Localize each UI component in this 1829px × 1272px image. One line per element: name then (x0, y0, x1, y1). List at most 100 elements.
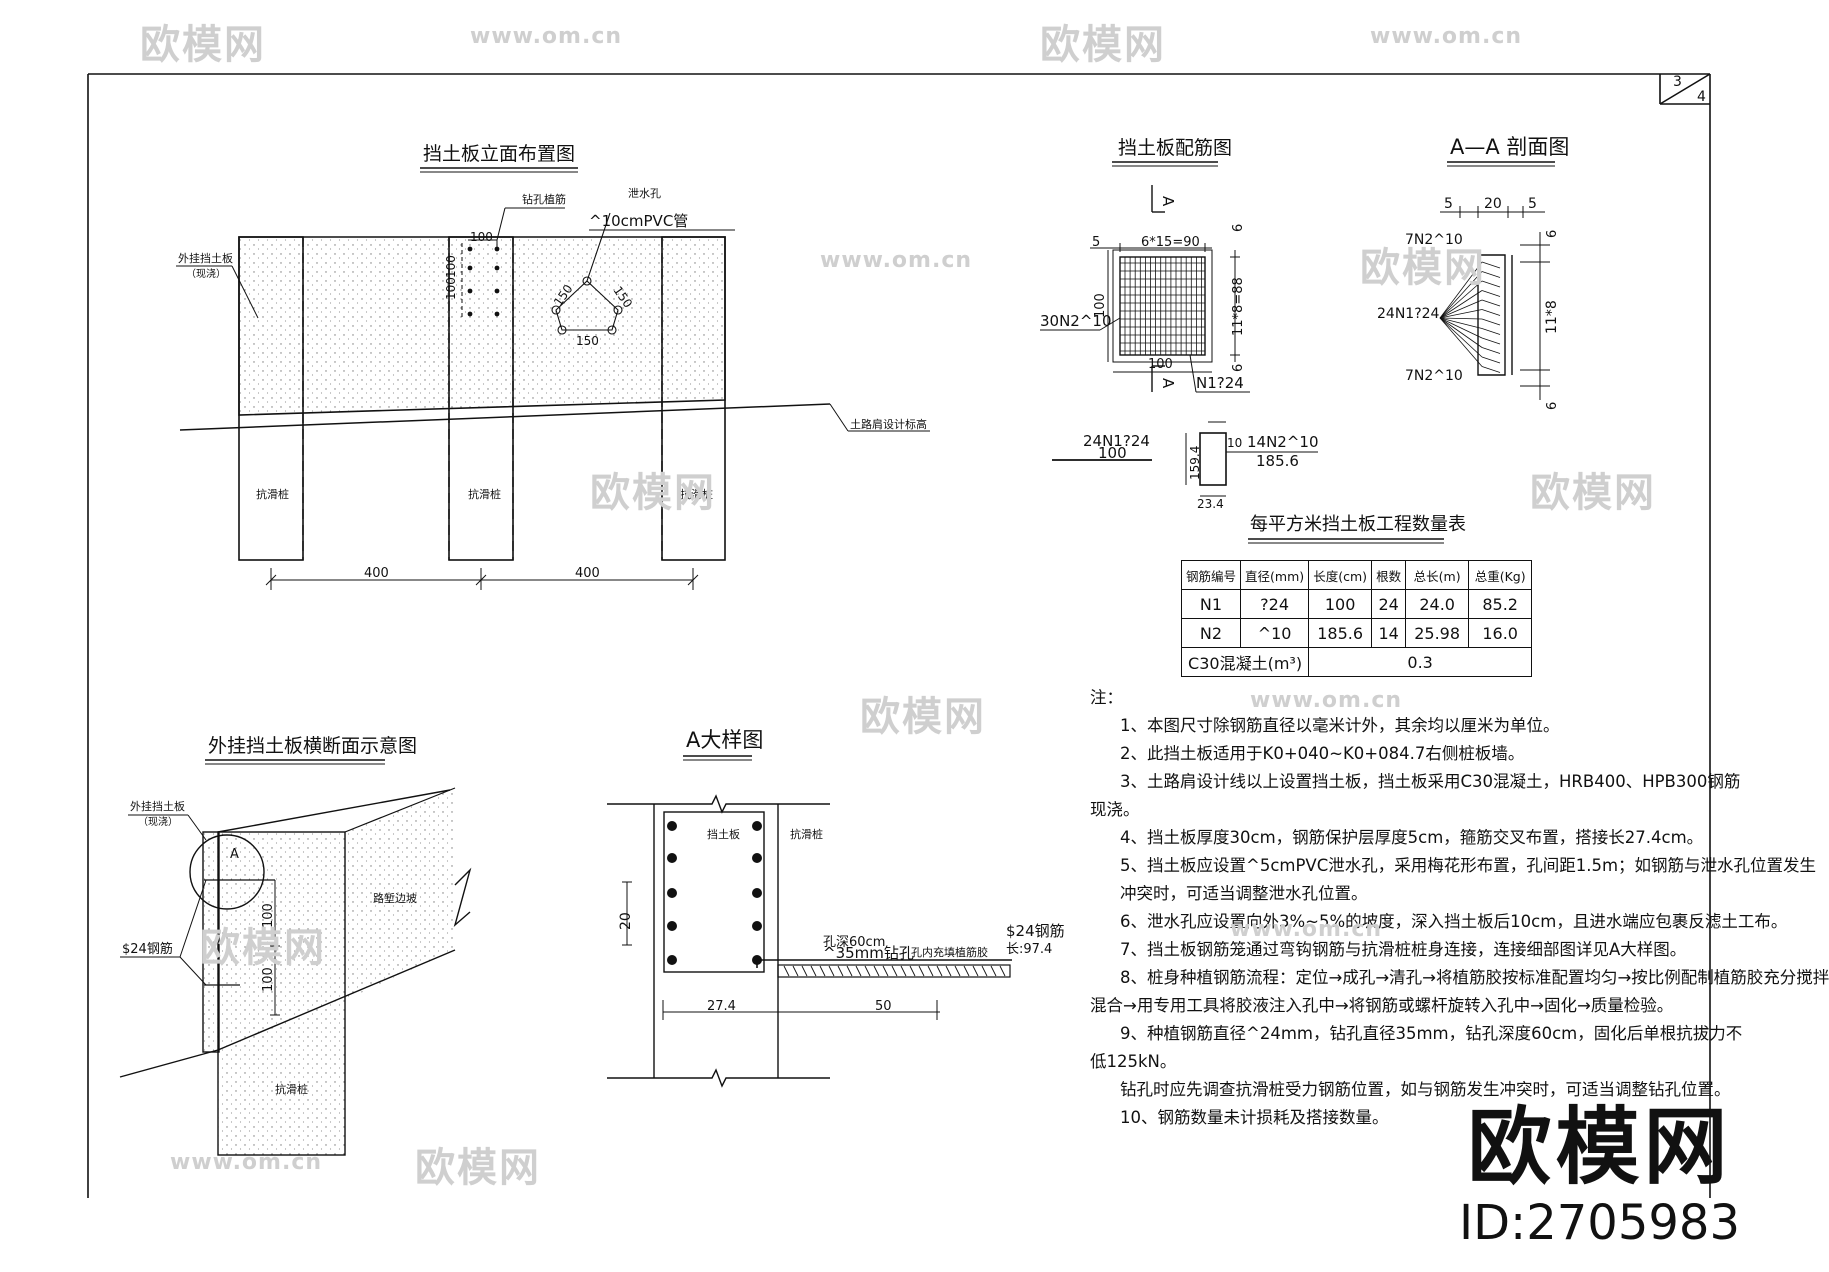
note-line: 3、土路肩设计线以上设置挡土板，挡土板采用C30混凝土，HRB400、HPB30… (1120, 772, 1741, 791)
table-cell: ?24 (1240, 589, 1310, 619)
rebar-mesh (1119, 256, 1206, 356)
shoulder-line (179, 403, 831, 431)
cross-dim-100b: 100 (261, 967, 276, 992)
note-line: 现浇。 (1090, 800, 1140, 819)
table-row: C30混凝土(m³) 0.3 (1180, 647, 1533, 677)
section-fan-line (1439, 317, 1483, 367)
pile-3-label: 抗滑桩 (680, 487, 713, 501)
sheet-border (87, 73, 1711, 1198)
section-fan-line (1439, 271, 1483, 319)
hole-hatch-line (819, 965, 826, 977)
table-header-cell: 长度(cm) (1308, 560, 1373, 590)
hole-hatch-line (846, 965, 853, 977)
note-line: 4、挡土板厚度30cm，钢筋保护层厚度5cm，箍筋交叉布置，搭接长27.4cm。 (1120, 828, 1704, 847)
table-header-cell: 总长(m) (1405, 560, 1470, 590)
table-cell: 16.0 (1468, 618, 1533, 648)
cross-section-title: 外挂挡土板横断面示意图 (208, 735, 417, 757)
section-dim-5b: 5 (1528, 196, 1537, 212)
hole-hatch-line (999, 965, 1006, 977)
span-2-dim: 400 (575, 566, 600, 581)
notes-block: 注： 1、本图尺寸除钢筋直径以毫米计外，其余均以厘米为单位。 2、此挡土板适用于… (1090, 684, 1829, 1132)
section-dim-6a: 6 (1545, 230, 1560, 238)
drain-holes (551, 212, 623, 335)
section-fan-line (1439, 309, 1483, 319)
detail-dim-50: 50 (875, 999, 892, 1014)
section-fan-line (1439, 280, 1483, 319)
hole-hatch-line (918, 965, 925, 977)
note-line: 5、挡土板应设置^5cmPVC泄水孔，采用梅花形布置，孔间距1.5m；如钢筋与泄… (1120, 856, 1817, 875)
rebar-dim-100-horizontal: 100 (1148, 357, 1173, 372)
note-line: 8、桩身种植钢筋流程：定位→成孔→清孔→将植筋胶按标准配置均匀→按比例配制植筋胶… (1120, 968, 1829, 987)
section-stirrup-line (1481, 328, 1501, 335)
hole-hatch-line (810, 965, 817, 977)
sheet-number-top: 3 (1673, 74, 1682, 90)
bar1-length: 100 (1098, 444, 1127, 462)
note-line: 10、钢筋数量未计损耗及搭接数量。 (1120, 1108, 1389, 1127)
hole-hatch-line (855, 965, 862, 977)
cross-pile-label: 抗滑桩 (275, 1082, 308, 1096)
pile-1-label: 抗滑桩 (256, 487, 289, 501)
section-aa-diagram: A—A 剖面图 5 20 5 7N2^10 24N1?24 7N2^10 6 1… (1377, 135, 1569, 410)
hole-hatch-line (801, 965, 808, 977)
detail-glue-label: 孔内充填植筋胶 (911, 945, 988, 959)
big-watermark: 欧模网 ID:2705983 (1459, 1080, 1740, 1251)
cross-panel-label: 外挂挡土板 (130, 799, 185, 813)
table-header-cell: 根数 (1371, 560, 1407, 590)
detail-dim-20: 20 (618, 912, 634, 930)
elevation-diagram: 挡土板立面布置图 土路肩设计标高 (176, 143, 930, 590)
rebar-dim-6b: 6 (1231, 364, 1246, 372)
section-fan-line (1439, 317, 1483, 358)
table-row: N2 ^10 185.6 14 25.98 16.0 (1180, 618, 1533, 648)
notes-heading: 注： (1090, 688, 1123, 707)
detail-a-title: A大样图 (686, 728, 763, 752)
section-dim-20: 20 (1484, 196, 1502, 212)
hole-hatch-line (972, 965, 979, 977)
rebar-n1-label: N1?24 (1196, 374, 1244, 392)
section-stirrup-line (1481, 347, 1501, 354)
cross-slope-label: 路堑边坡 (373, 891, 417, 905)
table-header-cell: 钢筋编号 (1180, 560, 1242, 590)
section-fan-line (1439, 317, 1483, 329)
note-line: 1、本图尺寸除钢筋直径以毫米计外，其余均以厘米为单位。 (1120, 716, 1560, 735)
elev-dim-150-bottom: 150 (576, 334, 599, 348)
hole-hatch-line (882, 965, 889, 977)
hole-hatch-line (963, 965, 970, 977)
section-stirrup-line (1481, 280, 1501, 288)
table-cell: 85.2 (1468, 589, 1533, 619)
note-line: 7、挡土板钢筋笼通过弯钩钢筋与抗滑桩桩身连接，连接细部图详见A大样图。 (1120, 940, 1687, 959)
concrete-label-cell: C30混凝土(m³) (1180, 647, 1310, 677)
section-mark-bottom: A (1159, 378, 1177, 389)
table-cell: 24.0 (1405, 589, 1470, 619)
elev-dim-100-vertical-a: 100 (444, 255, 458, 278)
bar2-dim-horizontal: 23.4 (1197, 497, 1224, 511)
bar2-length: 185.6 (1256, 452, 1299, 470)
detail-pile-label: 抗滑桩 (790, 827, 823, 841)
bar1-label: 24N1?24 (1083, 432, 1150, 450)
cross-label-a: A (230, 847, 239, 862)
table-cell: 24 (1371, 589, 1407, 619)
hole-hatch-line (900, 965, 907, 977)
note-line: 钻孔时应先调查抗滑桩受力钢筋位置，如与钢筋发生冲突时，可适当调整钻孔位置。 (1120, 1080, 1731, 1099)
detail-hole-depth: 孔深60cm (823, 935, 885, 950)
table-title: 每平方米挡土板工程数量表 (1250, 514, 1466, 535)
panel-label-sub: （现浇） (186, 267, 226, 280)
bar2-dim-vertical: 159.4 (1188, 446, 1202, 480)
big-watermark-name: 欧模网 (1467, 1098, 1732, 1196)
rebar-dim-5: 5 (1092, 235, 1100, 250)
hole-hatch-line (828, 965, 835, 977)
rebar-diagram: 挡土板配筋图 A A 5 6*15=90 6 11*8=88 6 100 (1040, 137, 1319, 511)
quantity-table: 钢筋编号 直径(mm) 长度(cm) 根数 总长(m) 总重(Kg) N1 ?2… (1180, 560, 1533, 677)
section-fan-line (1439, 317, 1483, 339)
hole-hatch-line (981, 965, 988, 977)
section-fan-line (1439, 290, 1483, 319)
detail-bars (667, 821, 762, 965)
note-line: 冲突时，可适当调整泄水孔位置。 (1120, 884, 1368, 903)
detail-bar-length: 长:97.4 (1006, 942, 1052, 957)
section-stirrup-line (1481, 366, 1501, 373)
drain-label: 泄水孔 (628, 187, 661, 200)
note-line: 9、种植钢筋直径^24mm，钻孔直径35mm，钻孔深度60cm，固化后单根抗拔力… (1120, 1024, 1743, 1043)
section-dim-6b: 6 (1545, 402, 1560, 410)
note-line: 2、此挡土板适用于K0+040~K0+084.7右侧桩板墙。 (1120, 744, 1525, 763)
table-cell: 100 (1308, 589, 1373, 619)
rebar-dim-top: 6*15=90 (1141, 235, 1200, 250)
